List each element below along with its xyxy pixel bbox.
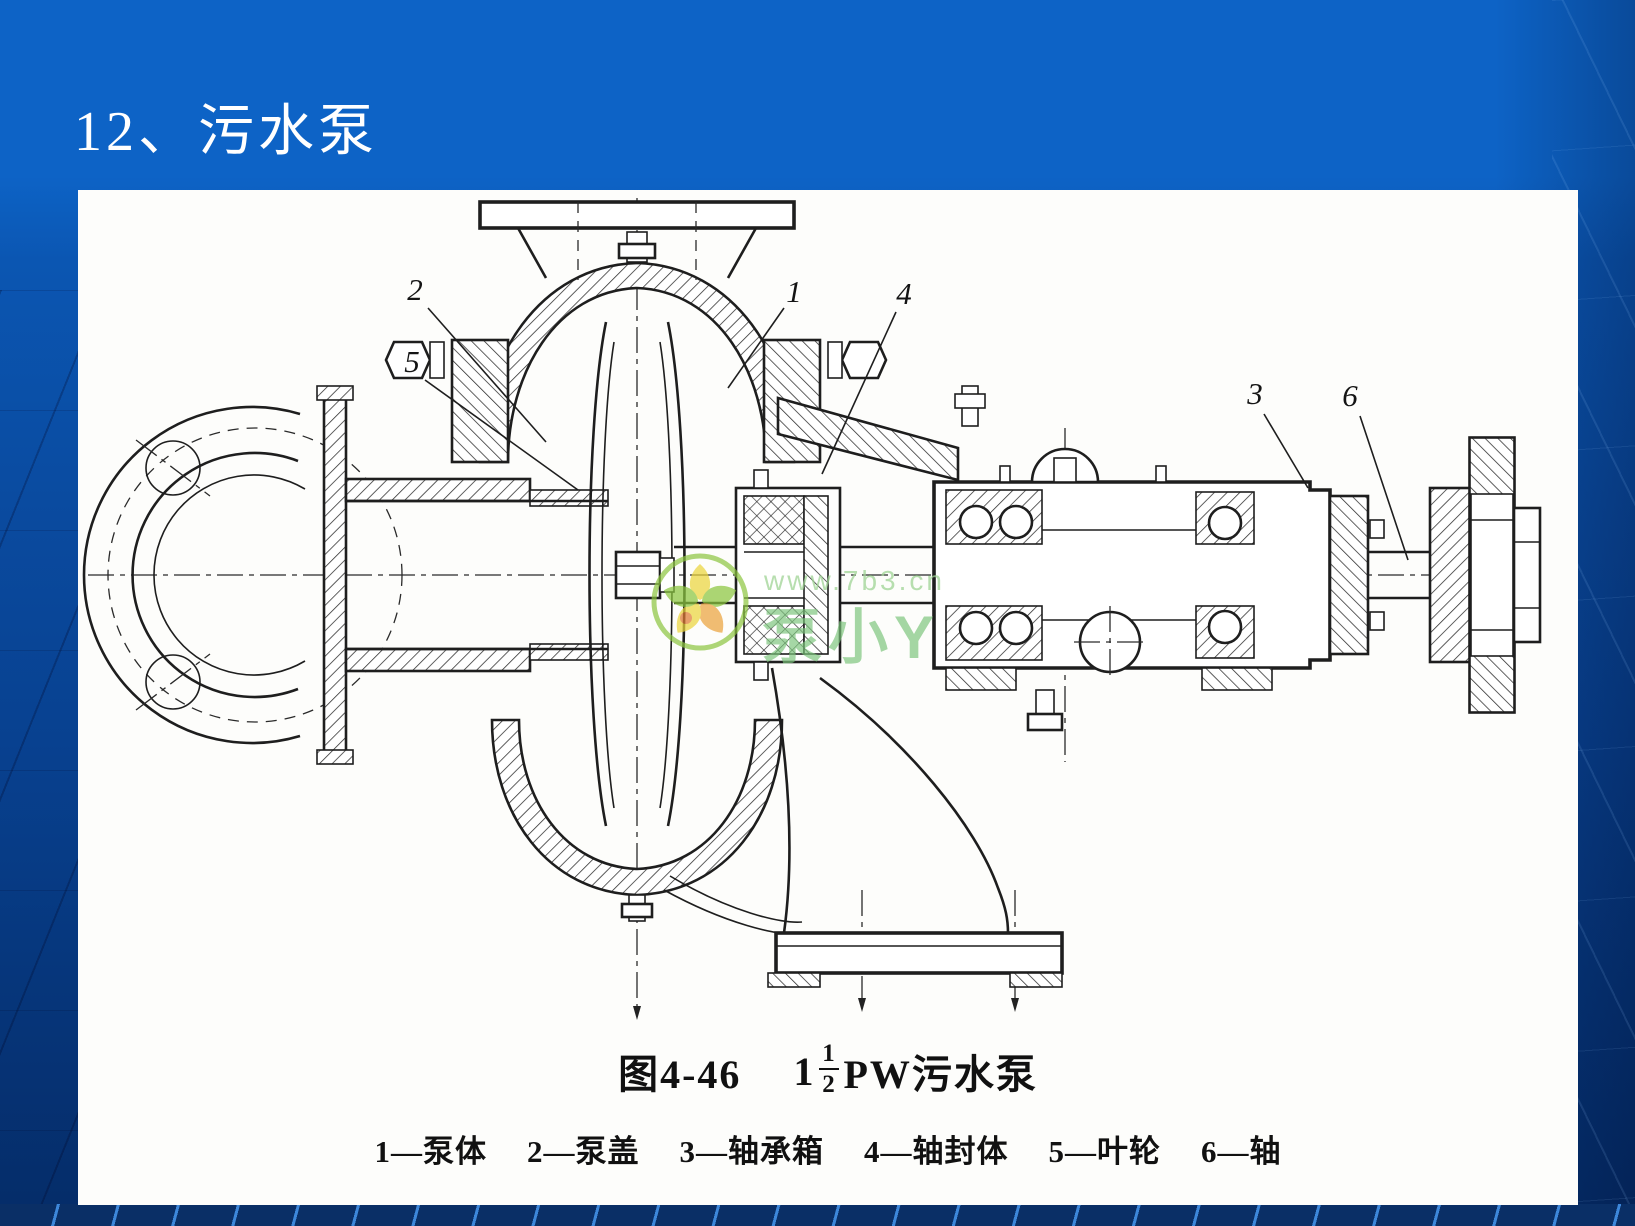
callout-5: 5 — [404, 344, 420, 379]
figure-legend: 1—泵体 2—泵盖 3—轴承箱 4—轴封体 5—叶轮 6—轴 — [78, 1126, 1578, 1171]
fraction-denominator: 2 — [822, 1071, 837, 1098]
callout-4: 4 — [896, 276, 912, 311]
fraction-bar — [819, 1068, 840, 1070]
pump-model: 1 1 2 PW污水泵 — [793, 1039, 1038, 1100]
watermark-brand: 泵小Y — [762, 604, 940, 671]
callout-6: 6 — [1342, 378, 1358, 413]
callout-1: 1 — [786, 274, 802, 309]
support-pedestal — [767, 667, 1064, 988]
bearing-housing — [932, 447, 1385, 732]
suction-flange — [82, 385, 609, 765]
coupling — [1428, 436, 1542, 714]
callouts: 1 2 3 4 5 6 — [404, 272, 1409, 561]
legend-item-3: 3—轴承箱 — [679, 1134, 824, 1169]
figure-panel: 1 2 3 4 5 6 www.7b3.cn 泵小Y — [78, 190, 1578, 1205]
watermark: www.7b3.cn 泵小Y — [651, 553, 945, 671]
model-whole-number: 1 — [793, 1048, 816, 1094]
pump-cross-section-drawing: 1 2 3 4 5 6 www.7b3.cn 泵小Y — [82, 198, 1542, 1020]
callout-3: 3 — [1246, 376, 1263, 411]
legend-item-5: 5—叶轮 — [1048, 1134, 1161, 1169]
figure-caption: 图4-46 1 1 2 PW污水泵 — [78, 1039, 1578, 1100]
watermark-logo-icon — [651, 553, 749, 651]
volute-casing — [384, 200, 888, 936]
watermark-url: www.7b3.cn — [763, 565, 945, 596]
bracket-arm — [776, 385, 986, 482]
model-suffix: PW污水泵 — [843, 1052, 1038, 1097]
callout-2: 2 — [407, 272, 423, 307]
legend-item-1: 1—泵体 — [374, 1134, 487, 1169]
fraction-numerator: 1 — [822, 1039, 837, 1067]
legend-item-2: 2—泵盖 — [527, 1134, 640, 1169]
figure-number: 图4-46 — [618, 1052, 742, 1097]
legend-item-6: 6—轴 — [1201, 1134, 1282, 1169]
model-fraction: 1 2 — [819, 1039, 840, 1098]
impeller — [588, 321, 686, 827]
shaft-seal-box — [734, 469, 842, 681]
background-bottom-strip — [0, 1204, 1635, 1226]
legend-item-4: 4—轴封体 — [864, 1134, 1009, 1169]
slide-title: 12、污水泵 — [74, 101, 378, 163]
